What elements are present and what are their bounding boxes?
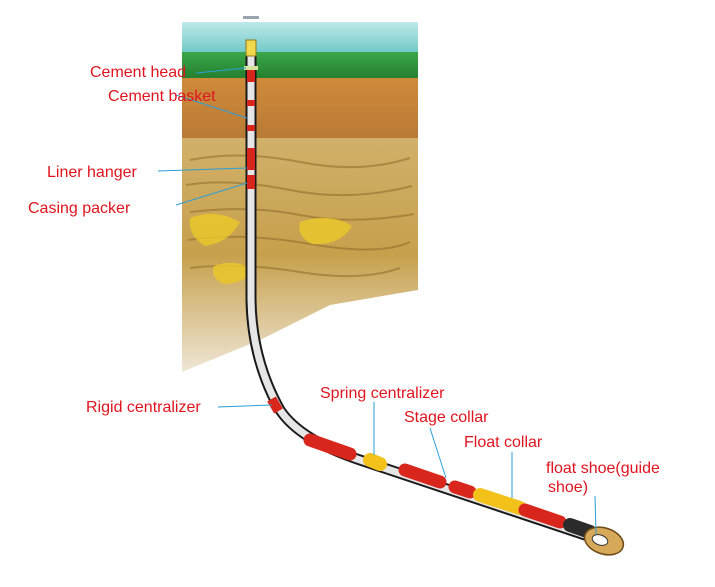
float-shoe-tip — [583, 526, 625, 556]
grass-layer — [182, 52, 418, 80]
label-float-collar: Float collar — [464, 434, 543, 451]
earth-cross-section — [182, 22, 418, 372]
rock-layer — [182, 138, 418, 372]
component-labels: Cement head Cement basket Liner hanger C… — [28, 64, 660, 496]
leader-cement-head — [195, 67, 247, 74]
label-stage-collar: Stage collar — [404, 409, 489, 426]
label-cement-head: Cement head — [90, 64, 186, 81]
leader-stage-collar — [429, 427, 447, 479]
leader-float-shoe — [594, 495, 597, 535]
rigid-centralizer-band — [267, 396, 283, 414]
soil-layer — [182, 78, 418, 138]
label-spring-centralizer: Spring centralizer — [320, 385, 445, 402]
label-cement-basket: Cement basket — [108, 88, 216, 105]
cement-head-assembly — [243, 16, 259, 70]
label-float-shoe-line2: shoe) — [548, 479, 588, 496]
leader-lines — [157, 67, 597, 535]
label-casing-packer: Casing packer — [28, 200, 131, 217]
leader-liner-hanger — [157, 167, 248, 172]
leader-cement-basket — [175, 94, 248, 119]
leader-casing-packer — [175, 182, 248, 206]
label-rigid-centralizer: Rigid centralizer — [86, 399, 201, 416]
leader-rigid-centralizer — [217, 404, 273, 408]
label-float-shoe-line1: float shoe(guide — [546, 460, 660, 477]
sky-layer — [182, 22, 418, 54]
label-liner-hanger: Liner hanger — [47, 164, 138, 181]
casing-string — [243, 16, 625, 556]
yellow-deposits — [189, 213, 352, 284]
vertical-casing-accents — [247, 70, 255, 189]
